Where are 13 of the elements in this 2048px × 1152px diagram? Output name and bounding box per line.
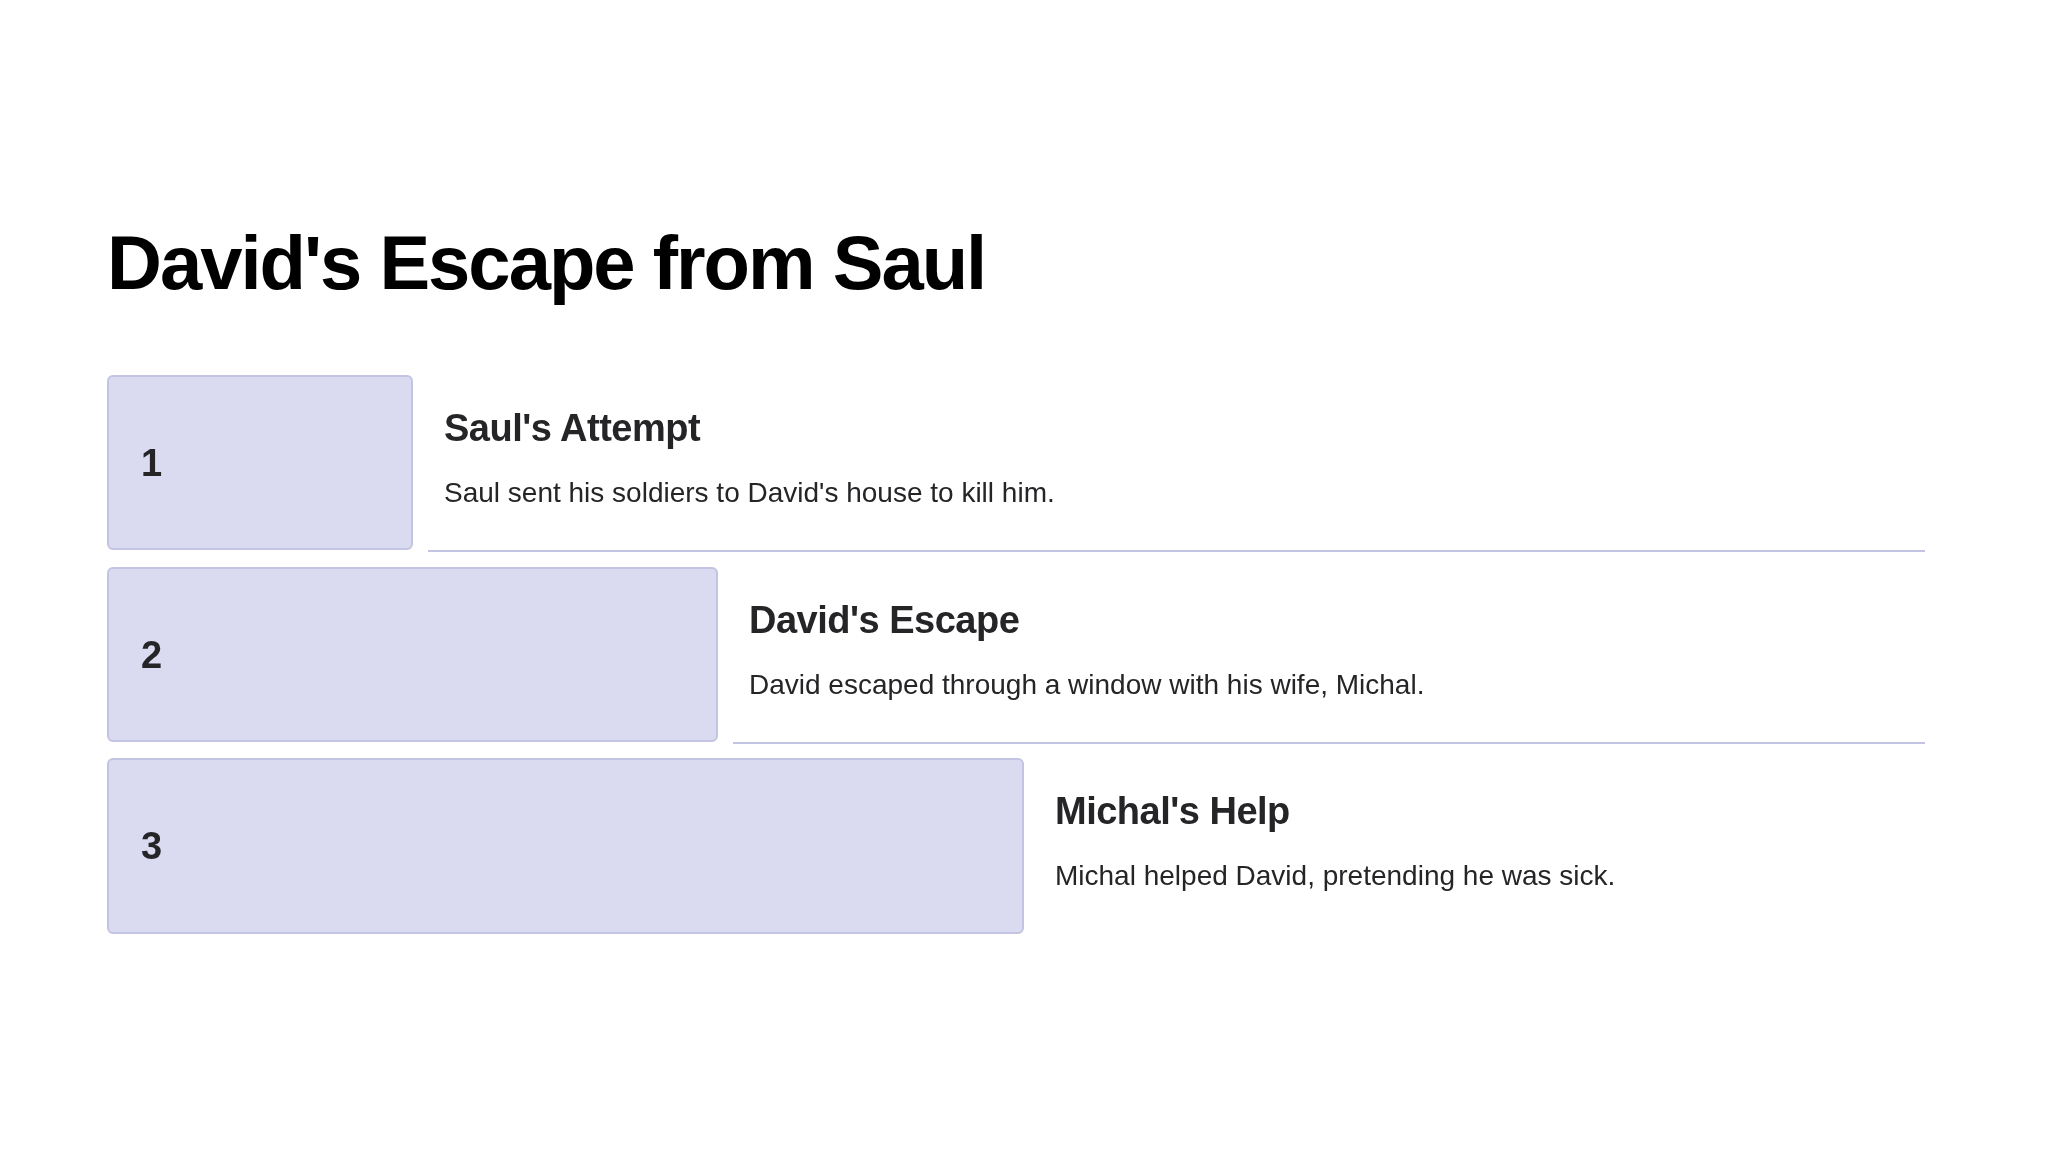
step-heading: Saul's Attempt [444, 406, 701, 451]
step-heading: David's Escape [749, 598, 1020, 643]
step-box [107, 375, 413, 550]
step-description: Saul sent his soldiers to David's house to kill him. [444, 476, 1055, 510]
step-description: David escaped through a window with his wife, Michal. [749, 668, 1425, 702]
step-box [107, 567, 718, 742]
step-heading: Michal's Help [1055, 789, 1290, 834]
diagram-title: David's Escape from Saul [107, 219, 986, 307]
step-number: 3 [141, 824, 163, 868]
step-number: 2 [141, 632, 163, 677]
step-box [107, 758, 1024, 934]
step-number: 1 [141, 440, 163, 485]
step-description: Michal helped David, pretending he was sick. [1055, 859, 1616, 893]
